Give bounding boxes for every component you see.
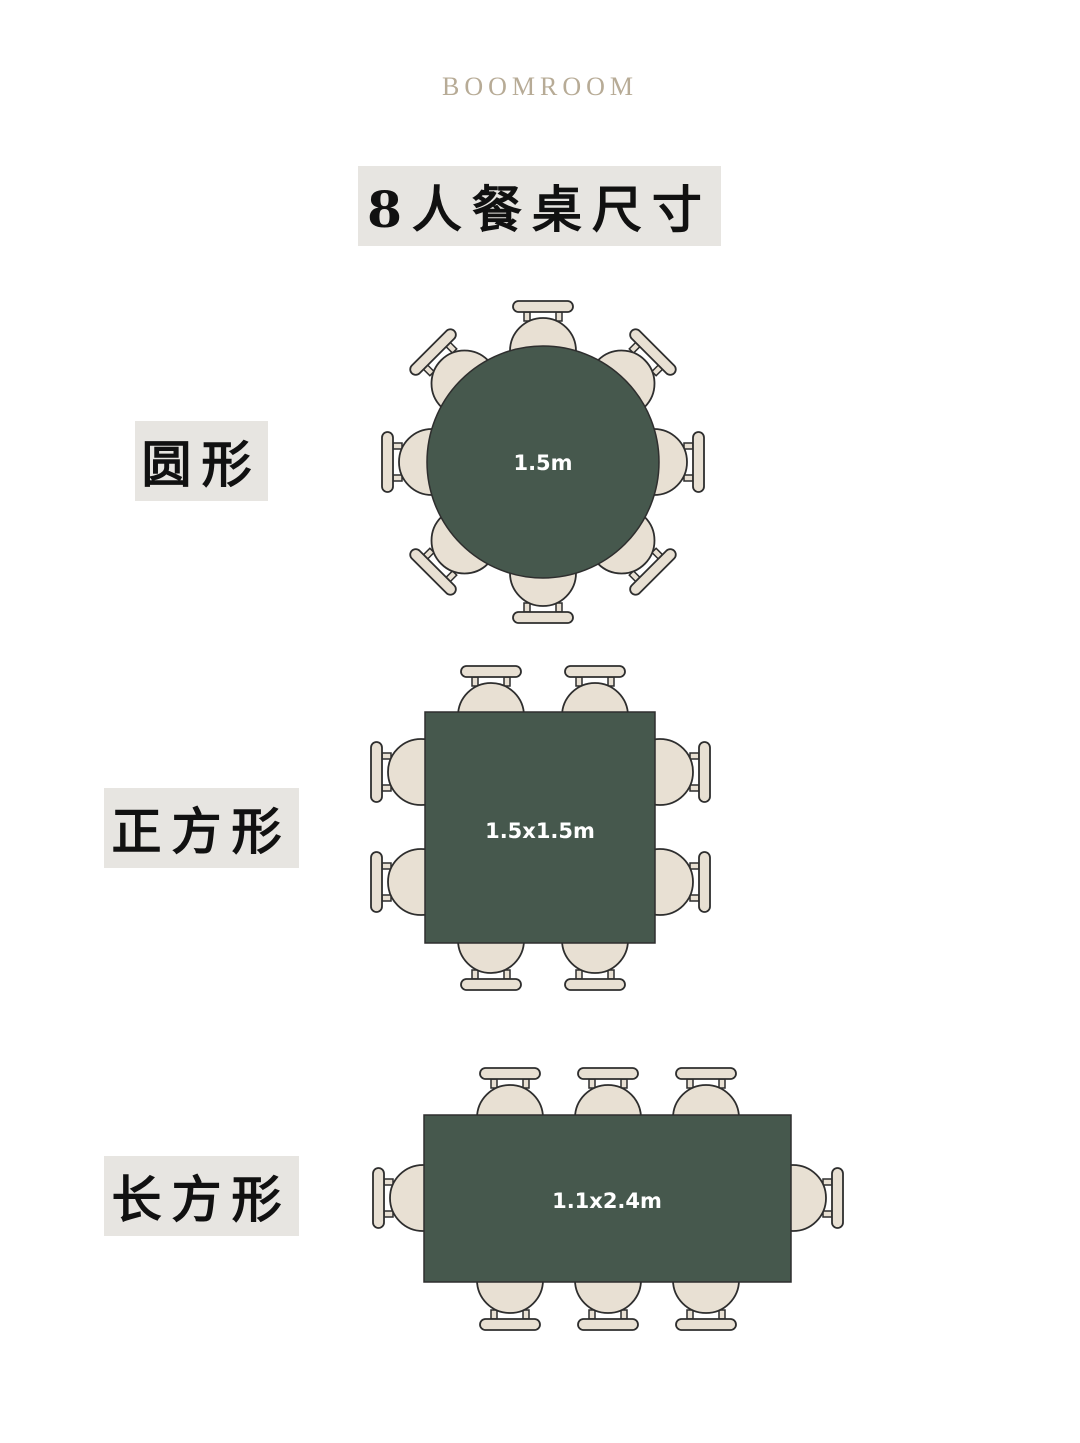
page-title: 8人餐桌尺寸 xyxy=(358,166,721,246)
square-table xyxy=(424,711,656,944)
label-square: 正方形 xyxy=(104,788,299,868)
rectangle-size-label: 1.1x2.4m xyxy=(552,1189,662,1213)
rectangle-table xyxy=(423,1114,792,1283)
brand-logo: BOOMROOM xyxy=(441,72,639,101)
label-round: 圆形 xyxy=(135,421,268,501)
label-rectangle: 长方形 xyxy=(104,1156,299,1236)
round-size-label: 1.5m xyxy=(513,451,572,475)
round-table xyxy=(426,345,660,579)
square-size-label: 1.5x1.5m xyxy=(485,819,595,843)
